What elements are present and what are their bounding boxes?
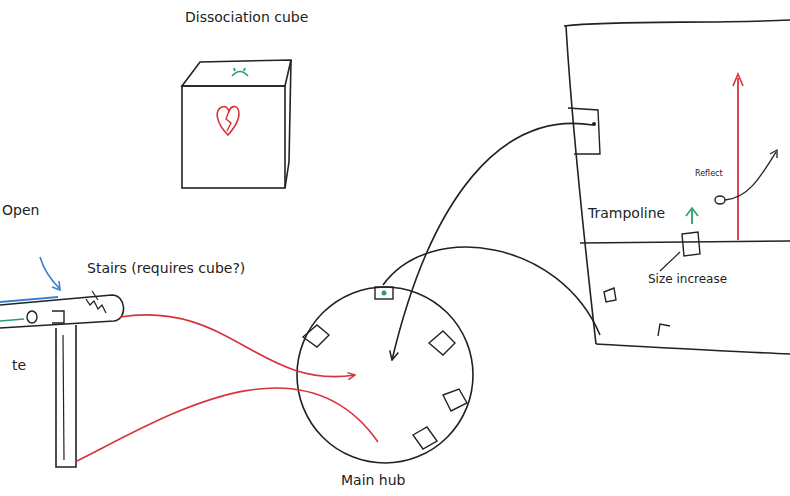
node-text: Trampoline <box>588 206 665 221</box>
black-route <box>392 123 593 360</box>
red-route <box>120 315 355 377</box>
node-text: Dissociation cube <box>185 10 308 25</box>
node-text: Main hub <box>341 473 406 488</box>
node-text: Size increase <box>648 273 727 286</box>
node-outline <box>558 18 790 358</box>
node-text: Stairs (requires cube?) <box>87 261 245 276</box>
node-outline <box>178 10 294 195</box>
black-route <box>383 247 600 335</box>
note-label: Open <box>2 203 39 218</box>
cube-node: Dissociation cube <box>178 10 294 195</box>
trampoline-room: TrampolineSize increase Reflect <box>558 18 790 358</box>
red-route <box>75 388 378 462</box>
node-text: Reflect <box>695 170 723 179</box>
node-outline <box>295 285 475 465</box>
note-label: te <box>12 358 26 373</box>
hub-circle: Main hub <box>295 285 475 465</box>
